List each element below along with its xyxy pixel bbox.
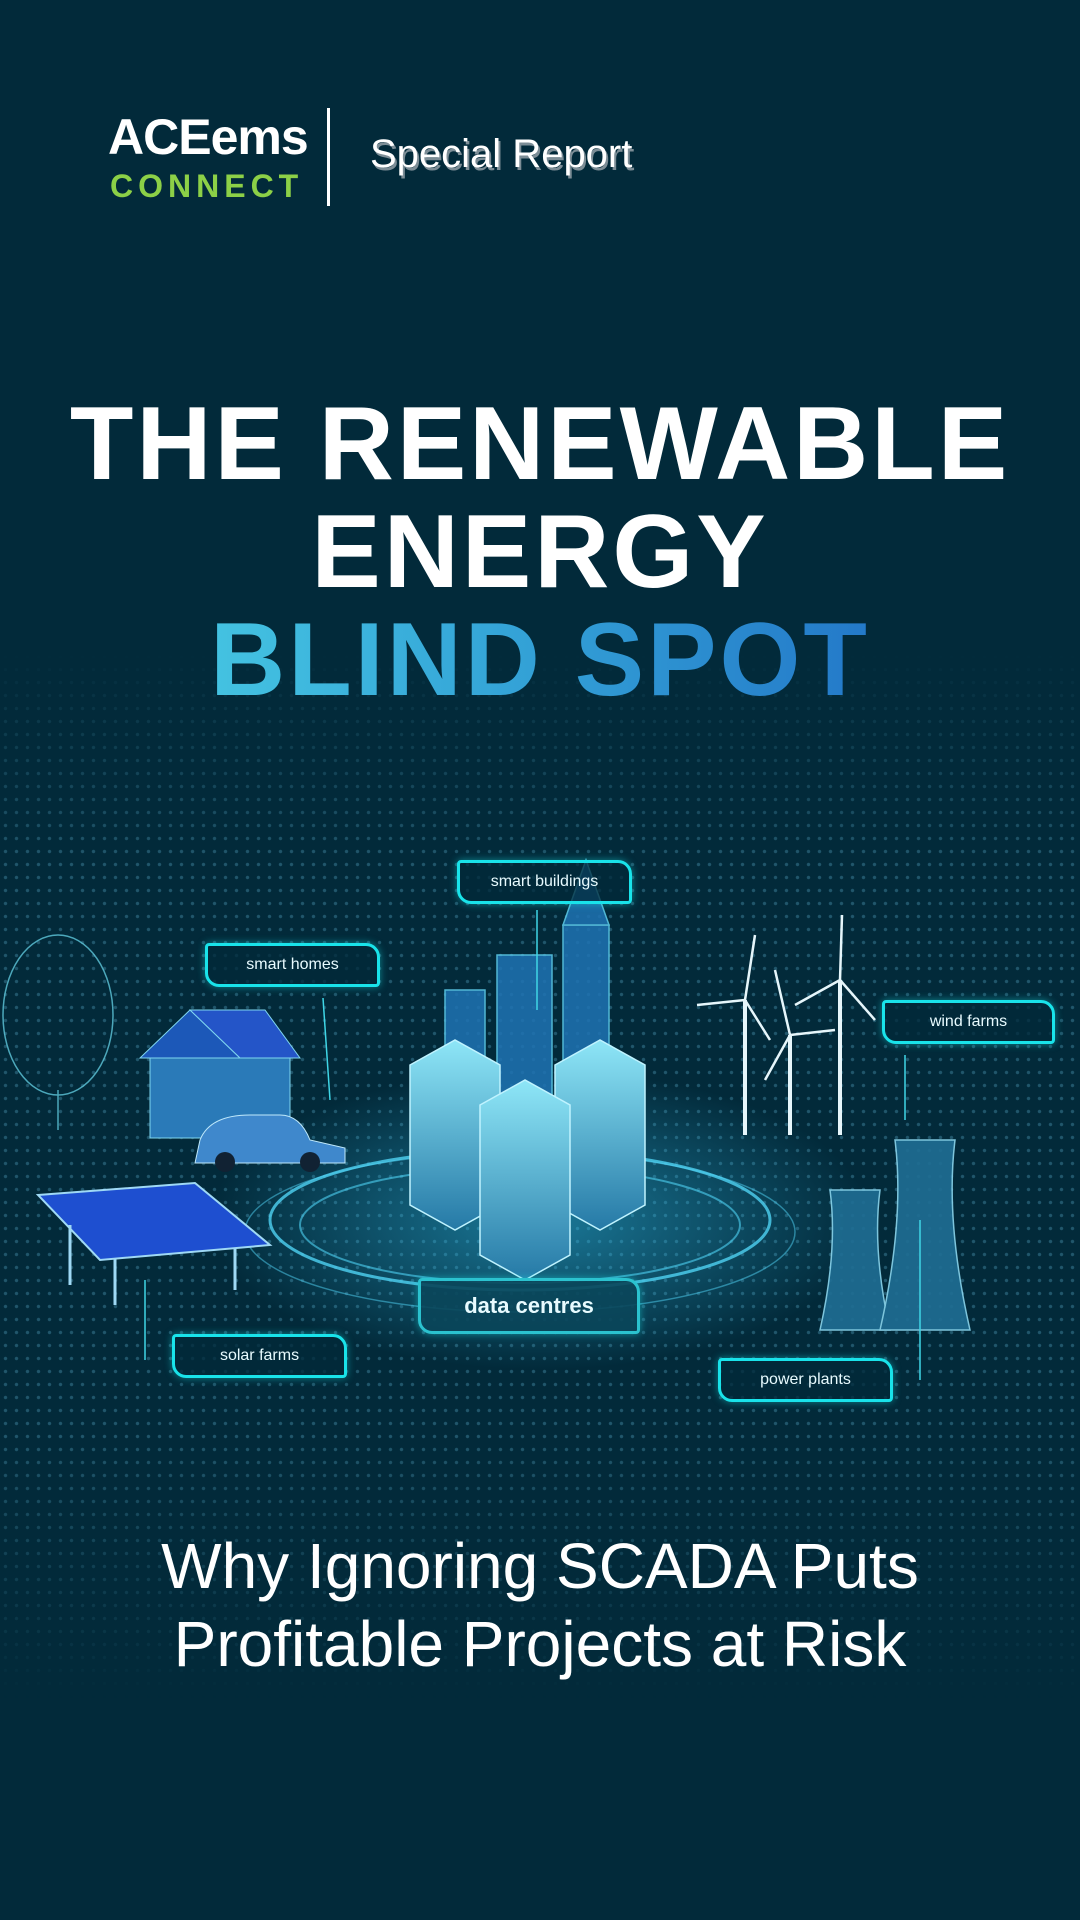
car-icon (194, 1114, 346, 1172)
power-plant-cooling-towers-icon (819, 1139, 971, 1331)
special-report-tag: Special Report (370, 132, 633, 176)
label-smart-homes: smart homes (205, 943, 380, 987)
label-power-plants: power plants (718, 1358, 893, 1402)
label-wind-farms: wind farms (882, 1000, 1055, 1044)
subtitle-line-2: Profitable Projects at Risk (173, 1608, 907, 1680)
title-highlight: BLIND SPOT (0, 608, 1080, 712)
title-line-2: ENERGY (311, 494, 769, 610)
logo-connect: CONNECT (110, 168, 304, 204)
logo-aceems: ACEems (108, 109, 309, 165)
header-divider (327, 108, 330, 206)
energy-network-illustration (2, 857, 971, 1380)
connector-lines (144, 910, 921, 1380)
label-data-centres: data centres (418, 1278, 640, 1334)
wind-turbines-icon (696, 914, 876, 1135)
label-smart-buildings: smart buildings (457, 860, 632, 904)
solar-panel-icon (35, 1181, 273, 1305)
title-line-1: THE RENEWABLE (69, 386, 1011, 502)
label-solar-farms: solar farms (172, 1334, 347, 1378)
data-centre-servers-icon (409, 1039, 646, 1281)
tree-icon (2, 934, 114, 1130)
subtitle-line-1: Why Ignoring SCADA Puts (161, 1530, 919, 1602)
